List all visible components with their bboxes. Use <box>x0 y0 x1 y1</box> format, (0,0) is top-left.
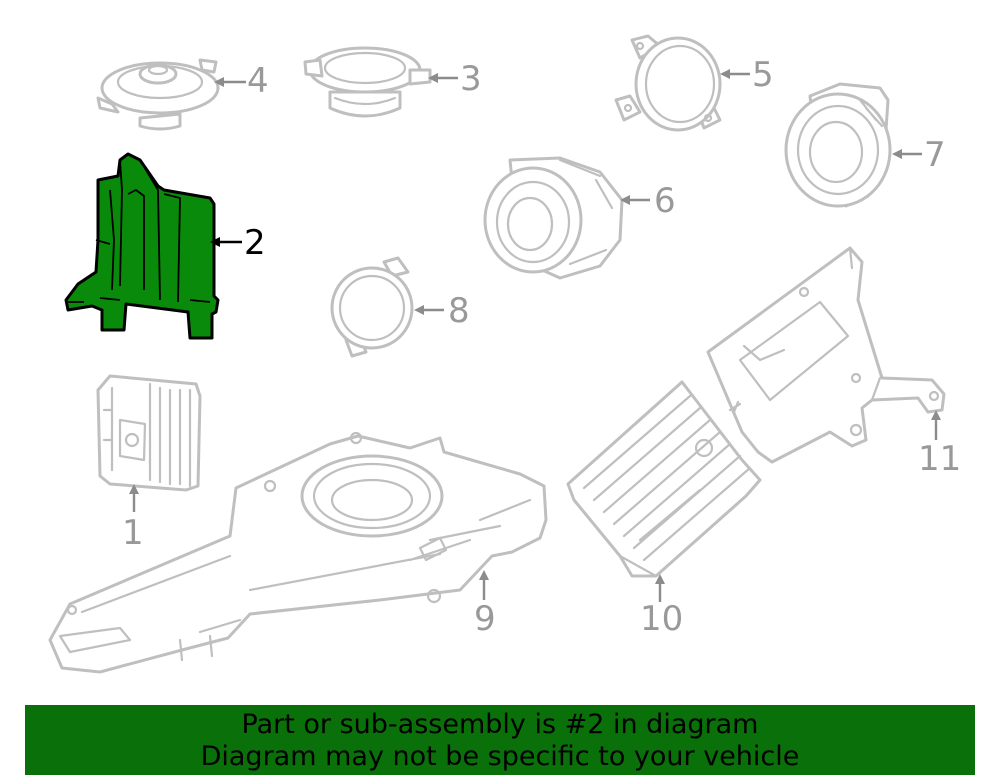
callout-2[interactable]: 2 <box>244 223 266 263</box>
part-4-speaker[interactable] <box>96 58 220 131</box>
callout-1[interactable]: 1 <box>122 513 144 553</box>
banner-line-2: Diagram may not be specific to your vehi… <box>200 741 800 772</box>
part-7-speaker[interactable] <box>784 82 892 208</box>
leader-lines <box>129 69 941 602</box>
callout-9[interactable]: 9 <box>474 599 496 639</box>
part-3-speaker[interactable] <box>303 46 432 118</box>
callout-10[interactable]: 10 <box>640 599 683 639</box>
callout-6[interactable]: 6 <box>654 181 676 221</box>
parts-diagram: 4 3 5 7 6 2 8 1 11 10 9 <box>48 34 961 674</box>
part-1-module[interactable] <box>96 374 202 492</box>
info-banner: Part or sub-assembly is #2 in diagram Di… <box>25 705 975 775</box>
callout-3[interactable]: 3 <box>460 59 482 99</box>
part-9-subwoofer-enclosure[interactable] <box>48 431 548 674</box>
part-6-speaker[interactable] <box>483 156 624 280</box>
banner-line-1: Part or sub-assembly is #2 in diagram <box>241 709 759 740</box>
callout-4[interactable]: 4 <box>247 61 269 101</box>
part-5-tweeter[interactable] <box>614 34 722 132</box>
part-11-bracket-module[interactable] <box>706 246 946 464</box>
callout-11[interactable]: 11 <box>918 439 961 479</box>
part-8-tweeter[interactable] <box>330 256 414 358</box>
callout-8[interactable]: 8 <box>448 291 470 331</box>
part-2-module[interactable] <box>64 152 220 340</box>
callout-5[interactable]: 5 <box>752 55 774 95</box>
part-10-amplifier[interactable] <box>566 380 762 578</box>
callout-labels: 4 3 5 7 6 2 8 1 11 10 9 <box>122 55 961 639</box>
callout-7[interactable]: 7 <box>924 135 946 175</box>
